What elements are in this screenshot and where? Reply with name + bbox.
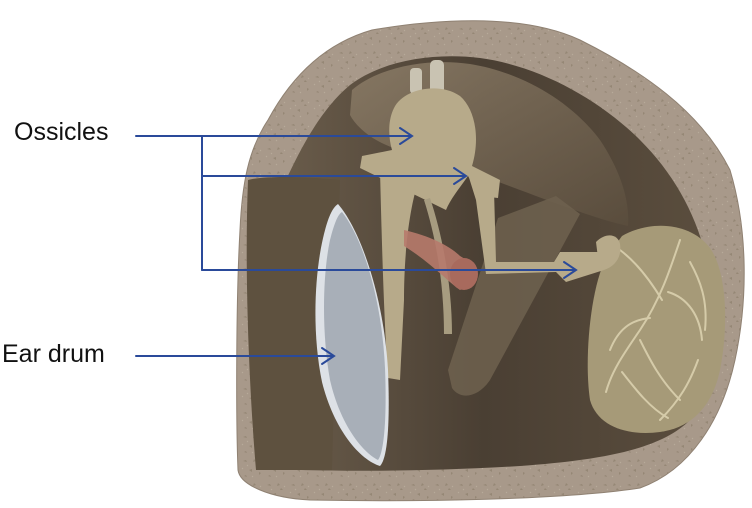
ossicles-label: Ossicles xyxy=(14,120,108,145)
ear-drum-label: Ear drum xyxy=(2,342,105,367)
